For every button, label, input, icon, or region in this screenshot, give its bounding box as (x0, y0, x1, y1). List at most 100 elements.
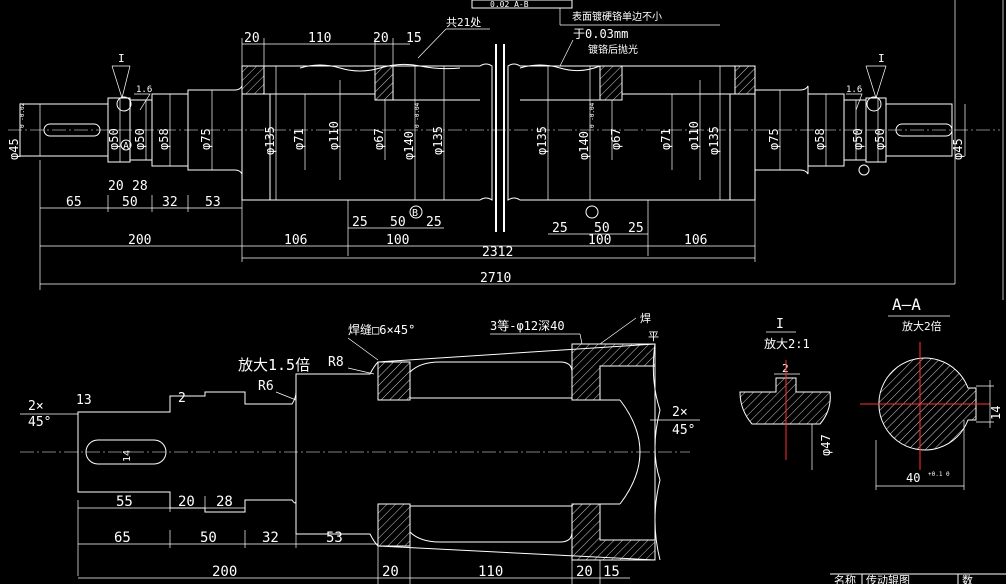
title-block: 名称 传动辊图 数 (830, 573, 1006, 584)
svg-text:名称: 名称 (834, 573, 856, 584)
svg-text:20: 20 (373, 31, 389, 46)
svg-text:14: 14 (122, 450, 133, 462)
svg-text:200: 200 (212, 564, 237, 580)
svg-text:0 -0.02: 0 -0.02 (19, 102, 26, 128)
svg-text:50: 50 (390, 215, 406, 230)
svg-text:65: 65 (114, 530, 131, 546)
svg-text:+0.1 0: +0.1 0 (928, 471, 950, 478)
svg-text:φ110: φ110 (687, 121, 701, 150)
svg-text:I: I (776, 317, 784, 332)
svg-text:1.6: 1.6 (136, 85, 152, 95)
svg-text:45°: 45° (672, 423, 695, 438)
svg-text:20: 20 (382, 564, 399, 580)
bottom-dimensions: 20 28 65 50 32 53 25 50 25 25 50 25 (39, 160, 955, 290)
svg-text:100: 100 (588, 233, 611, 248)
svg-text:14: 14 (989, 406, 1003, 420)
svg-text:放大2倍: 放大2倍 (902, 319, 942, 333)
svg-text:53: 53 (205, 195, 221, 210)
svg-text:100: 100 (386, 233, 409, 248)
svg-text:13: 13 (76, 393, 92, 408)
svg-text:φ50: φ50 (873, 128, 887, 150)
svg-text:I: I (878, 52, 885, 65)
svg-text:φ135: φ135 (535, 126, 549, 155)
detail-dimensions: 55 20 28 65 50 32 53 200 20 110 20 15 (77, 494, 630, 584)
svg-text:φ140: φ140 (577, 131, 591, 160)
svg-text:R6: R6 (258, 379, 274, 394)
svg-text:32: 32 (262, 530, 279, 546)
svg-text:于0.03mm: 于0.03mm (573, 27, 628, 41)
svg-text:φ45: φ45 (951, 138, 965, 160)
roller-main-view: φ45 φ50 φ50 φ58 φ75 φ135 φ71 φ110 φ67 φ1… (7, 0, 1004, 300)
svg-text:0 -0.04: 0 -0.04 (589, 102, 596, 128)
surface-note: 0.02 A-B 表面镀硬铬单边不小 于0.03mm 镀铬后抛光 (471, 0, 720, 67)
svg-text:50: 50 (122, 195, 138, 210)
svg-text:1.6: 1.6 (846, 85, 862, 95)
svg-text:110: 110 (478, 564, 503, 580)
svg-text:0.02 A-B: 0.02 A-B (490, 0, 529, 9)
svg-text:焊缝□6×45°: 焊缝□6×45° (348, 322, 415, 337)
svg-text:53: 53 (326, 530, 343, 546)
svg-text:32: 32 (162, 195, 178, 210)
svg-text:15: 15 (406, 31, 422, 46)
svg-text:φ47: φ47 (819, 434, 833, 456)
svg-text:2710: 2710 (480, 271, 511, 286)
diameter-labels: φ45 φ50 φ50 φ58 φ75 φ135 φ71 φ110 φ67 φ1… (7, 121, 965, 160)
svg-text:φ67: φ67 (609, 128, 623, 150)
svg-text:28: 28 (216, 494, 233, 510)
svg-text:25: 25 (352, 215, 368, 230)
svg-text:3等-φ12深40: 3等-φ12深40 (490, 319, 565, 333)
svg-text:200: 200 (128, 233, 151, 248)
svg-text:28: 28 (132, 179, 148, 194)
svg-text:传动辊图: 传动辊图 (866, 573, 910, 584)
svg-text:40: 40 (906, 471, 920, 485)
svg-text:φ135: φ135 (263, 126, 277, 155)
svg-text:放大2:1: 放大2:1 (764, 336, 810, 351)
svg-text:65: 65 (66, 195, 82, 210)
svg-text:镀铬后抛光: 镀铬后抛光 (588, 43, 638, 56)
enlarged-detail-view: 放大1.5倍 R6 R8 焊缝□6×45° 3等-φ12深40 焊 平 2× 4… (20, 311, 700, 584)
svg-text:φ71: φ71 (659, 128, 673, 150)
svg-text:25: 25 (426, 215, 442, 230)
svg-text:0 -0.04: 0 -0.04 (414, 102, 421, 128)
svg-text:20: 20 (108, 179, 124, 194)
svg-text:φ75: φ75 (199, 128, 213, 150)
svg-text:25: 25 (628, 221, 644, 236)
svg-text:φ58: φ58 (157, 128, 171, 150)
svg-text:φ45: φ45 (7, 138, 21, 160)
svg-text:共21处: 共21处 (446, 16, 481, 29)
datum-markers: A B (120, 139, 870, 219)
svg-text:φ50: φ50 (133, 128, 147, 150)
section-AA-view: A—A 放大2倍 14 40 +0.1 0 (860, 295, 1003, 490)
svg-text:106: 106 (684, 233, 707, 248)
svg-text:φ140: φ140 (402, 131, 416, 160)
svg-text:φ58: φ58 (813, 128, 827, 150)
svg-text:φ50: φ50 (107, 128, 121, 150)
svg-text:放大1.5倍: 放大1.5倍 (238, 356, 310, 374)
svg-text:R8: R8 (328, 355, 344, 370)
svg-text:20: 20 (244, 31, 260, 46)
section-I-view: I 放大2:1 2 φ47 (739, 317, 833, 470)
svg-text:110: 110 (308, 31, 331, 46)
svg-text:数: 数 (962, 574, 973, 584)
svg-text:2: 2 (178, 391, 186, 406)
svg-text:φ110: φ110 (327, 121, 341, 150)
svg-text:2×: 2× (672, 405, 688, 420)
svg-text:φ67: φ67 (372, 128, 386, 150)
detail-marker-right: I 1.6 (846, 52, 887, 112)
top-dimensions: 20 110 20 15 共21处 (241, 16, 490, 66)
svg-text:45°: 45° (28, 415, 51, 430)
detail-annotations: 放大1.5倍 R6 R8 焊缝□6×45° 3等-φ12深40 焊 平 2× 4… (20, 311, 700, 462)
svg-text:2312: 2312 (482, 245, 513, 260)
svg-text:50: 50 (594, 221, 610, 236)
svg-text:φ71: φ71 (292, 128, 306, 150)
svg-text:A—A: A—A (892, 295, 921, 314)
svg-text:20: 20 (178, 494, 195, 510)
svg-text:φ75: φ75 (767, 128, 781, 150)
svg-text:25: 25 (552, 221, 568, 236)
svg-text:2: 2 (782, 362, 789, 375)
svg-text:表面镀硬铬单边不小: 表面镀硬铬单边不小 (572, 10, 662, 23)
svg-text:15: 15 (603, 564, 620, 580)
detail-marker-left: I 1.6 (111, 52, 152, 112)
svg-text:B: B (412, 208, 418, 219)
